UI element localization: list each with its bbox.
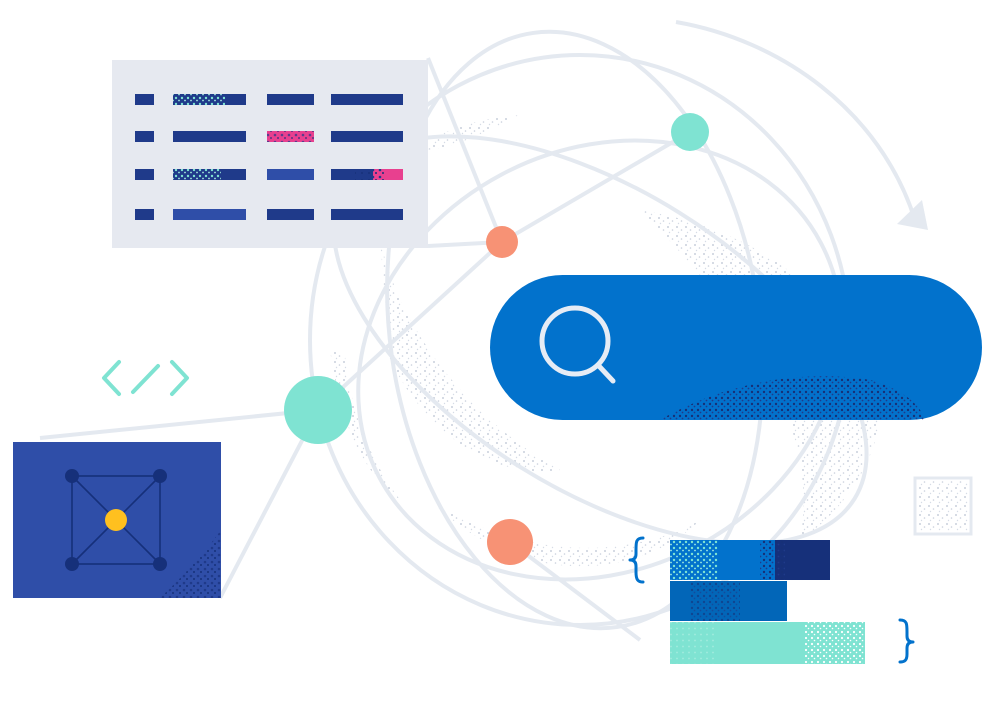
stacked-bars — [670, 540, 865, 664]
coral-node-large — [487, 519, 533, 565]
mint-node-large — [284, 376, 352, 444]
code-brackets-icon — [102, 360, 189, 396]
search-icon[interactable] — [539, 305, 616, 384]
mint-node-small — [671, 113, 709, 151]
curly-braces-icon — [628, 536, 915, 664]
outline-square — [913, 476, 973, 536]
coral-node-small — [486, 226, 518, 258]
network-graph-icon — [13, 442, 221, 598]
sphere-speckle-shading — [330, 115, 880, 567]
connector-lines — [39, 57, 692, 642]
search-bar[interactable] — [490, 275, 982, 420]
curved-arrow-icon — [675, 20, 928, 230]
data-table-panel — [112, 60, 428, 248]
